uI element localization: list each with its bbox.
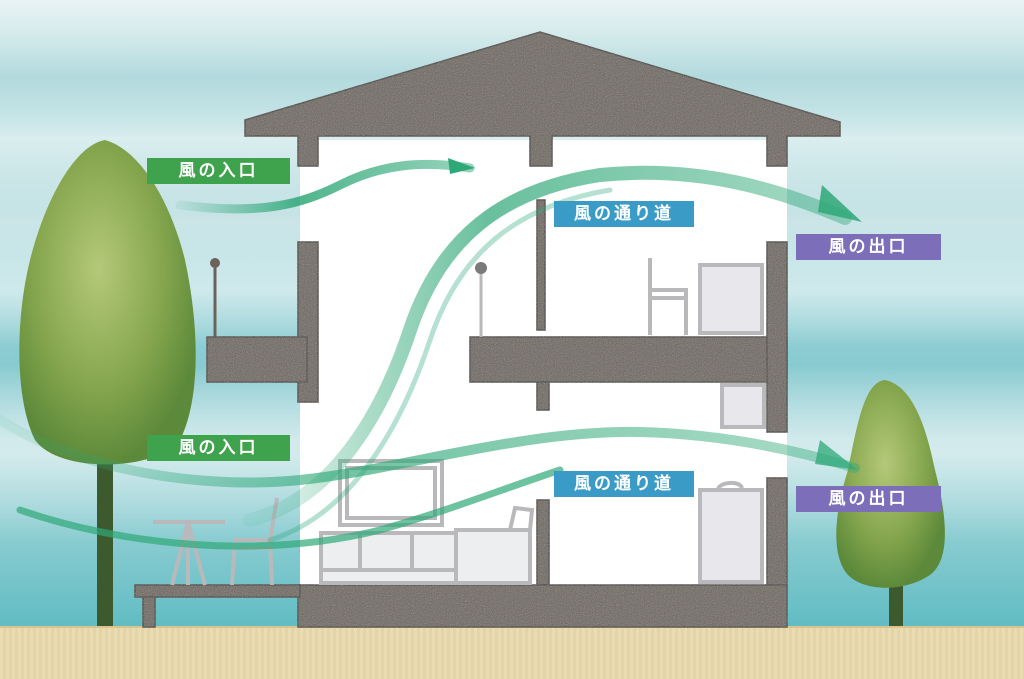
wind-entrance-label-lower: 風の入口 [147, 435, 290, 461]
house-structure [134, 31, 841, 628]
wind-path-label-upper: 風の通り道 [554, 201, 694, 227]
arrow-head-icon [815, 440, 858, 470]
right-tree [836, 380, 945, 626]
wind-entrance-label-upper: 風の入口 [147, 158, 290, 184]
left-tree [19, 140, 196, 626]
arrow-head-icon [448, 158, 475, 174]
arrow-head-icon [818, 185, 862, 222]
balcony-railing [210, 258, 487, 337]
roof [244, 31, 841, 167]
wind-exit-label-lower: 風の出口 [796, 486, 941, 512]
wind-exit-label-upper: 風の出口 [796, 234, 941, 260]
wind-path-label-lower: 風の通り道 [554, 471, 694, 497]
wind-arrows [0, 158, 862, 550]
furniture [153, 258, 766, 586]
